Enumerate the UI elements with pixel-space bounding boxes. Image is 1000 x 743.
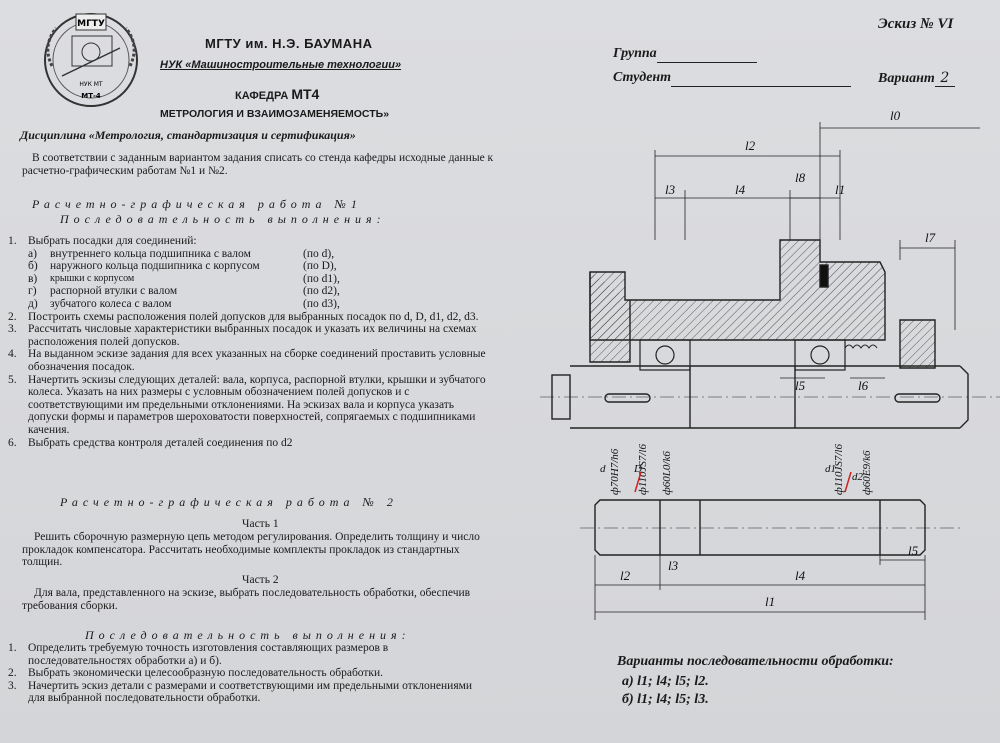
dim-d2: d2	[852, 471, 864, 483]
right-fits: d1 ф110JS7/l6 d2 ф60E9/k6	[825, 444, 873, 495]
dept-code: МТ4	[291, 86, 320, 102]
intro-text: В соответствии с заданным вариантом зада…	[22, 152, 494, 177]
subitem: д)зубчатого колеса с валом(по d3),	[28, 297, 340, 310]
left-fits: d ф70H7/h6 D ф110JS7/l6 ф60L0/k6	[600, 444, 673, 495]
shaft-dimensions	[594, 555, 926, 620]
shaft-l3: l3	[668, 558, 679, 573]
shaft-assembly	[540, 365, 1000, 429]
logo-text-bot: МТ-4	[81, 92, 101, 100]
shaft-l5: l5	[908, 543, 919, 558]
part1-title: Часть 1	[242, 518, 279, 530]
shaft-detail	[580, 499, 960, 556]
sketch-number: Эскиз № VI	[878, 16, 954, 32]
subitem: а)внутреннего кольца подшипника с валом(…	[28, 247, 335, 260]
shaft-l4: l4	[795, 568, 806, 583]
department-name: МЕТРОЛОГИЯ И ВЗАИМОЗАМЕНЯЕМОСТЬ»	[160, 108, 390, 120]
subitem: в)крышки с корпусом(по d1),	[28, 272, 340, 285]
item-list: 2.Построить схемы расположения полей доп…	[8, 311, 488, 450]
dim-d1-right: d1	[825, 463, 836, 475]
list-item: 3.Начертить эскиз детали с размерами и с…	[8, 679, 473, 705]
variant-a: а) l1; l4; l5; l2.	[622, 674, 709, 689]
label-l6: l6	[858, 378, 869, 393]
nuk-name: НУК «Машиностроительные технологии»	[160, 59, 402, 71]
work1-seq-title: Последовательность выполнения:	[60, 212, 386, 226]
shaft-l1: l1	[765, 594, 775, 609]
assembly-drawing: l0 l2 l3 l4 l8 l1 l7 l5 l6	[540, 108, 1000, 620]
dept-prefix: КАФЕДРА	[235, 90, 292, 102]
university-emblem-icon: МГТУ НУК МТ МТ-4	[44, 13, 138, 107]
label-l7: l7	[925, 230, 936, 245]
part1-text: Решить сборочную размерную цепь методом …	[22, 531, 480, 569]
fit-4: ф110JS7/l6	[833, 444, 845, 495]
work1-title: Расчетно-графическая работа №1	[32, 197, 362, 211]
fit-1: ф70H7/h6	[609, 448, 621, 495]
logo-text-mid: НУК МТ	[79, 81, 103, 88]
variant-b: б) l1; l4; l5; l3.	[622, 692, 709, 707]
logo-text-top: МГТУ	[77, 19, 105, 29]
list-item: 5.Начертить эскизы следующих деталей: ва…	[8, 373, 486, 436]
work1-list: 1.Выбрать посадки для соединений: а)внут…	[8, 235, 488, 449]
label-l4: l4	[735, 182, 746, 197]
label-l3: l3	[665, 182, 676, 197]
list-item: 6.Выбрать средства контроля деталей соед…	[8, 436, 293, 449]
list-item: 2.Построить схемы расположения полей доп…	[8, 310, 479, 323]
subitem: б)наружного кольца подшипника с корпусом…	[28, 260, 337, 273]
shaft-l2: l2	[620, 568, 631, 583]
dim-D: D	[633, 463, 642, 475]
variants-title: Варианты последовательности обработки:	[617, 654, 894, 669]
part2-text: Для вала, представленного на эскизе, выб…	[22, 587, 471, 612]
list-item: 2.Выбрать экономически целесообразную по…	[8, 667, 384, 680]
label-l5: l5	[795, 378, 806, 393]
group-field[interactable]: Группа	[613, 46, 757, 63]
housing	[589, 239, 936, 369]
list-item: 3.Рассчитать числовые характеристики выб…	[8, 323, 477, 348]
discipline-title: Дисциплина «Метрология, стандартизация и…	[20, 128, 356, 142]
list-item: 4.На выданном эскизе задания для всех ук…	[8, 348, 486, 373]
work2-list: 1.Определить требуемую точность изготовл…	[8, 642, 488, 705]
label-l2: l2	[745, 138, 756, 153]
department-line: КАФЕДРА МТ4	[235, 86, 319, 102]
subitem-list: а)внутреннего кольца подшипника с валом(…	[8, 248, 488, 311]
label-l8: l8	[795, 170, 806, 185]
list-item: 1.Определить требуемую точность изготовл…	[8, 642, 389, 667]
part2-title: Часть 2	[242, 574, 279, 586]
work2-title: Расчетно-графическая работа № 2	[60, 495, 398, 509]
label-l0: l0	[890, 108, 901, 123]
fit-3: ф60L0/k6	[661, 451, 673, 495]
top-labels: l0 l2 l3 l4 l8 l1 l7 l5 l6	[665, 108, 936, 393]
top-dimensions	[654, 122, 980, 379]
label-l1: l1	[835, 182, 845, 197]
university-name: МГТУ им. Н.Э. БАУМАНА	[205, 36, 373, 51]
dim-d: d	[600, 463, 606, 475]
student-field[interactable]: Студент	[613, 70, 852, 87]
subitem: г)распорной втулки с валом(по d2),	[28, 285, 340, 298]
fit-5: ф60E9/k6	[861, 450, 873, 495]
bearings	[639, 339, 878, 371]
list-item: 1.Выбрать посадки для соединений:	[8, 235, 197, 247]
shaft-labels: l2 l3 l4 l1 l5	[620, 543, 919, 609]
variant-value: 2	[934, 70, 955, 87]
fit-2: ф110JS7/l6	[637, 444, 649, 495]
work2-seq-title: Последовательность выполнения:	[85, 628, 411, 642]
